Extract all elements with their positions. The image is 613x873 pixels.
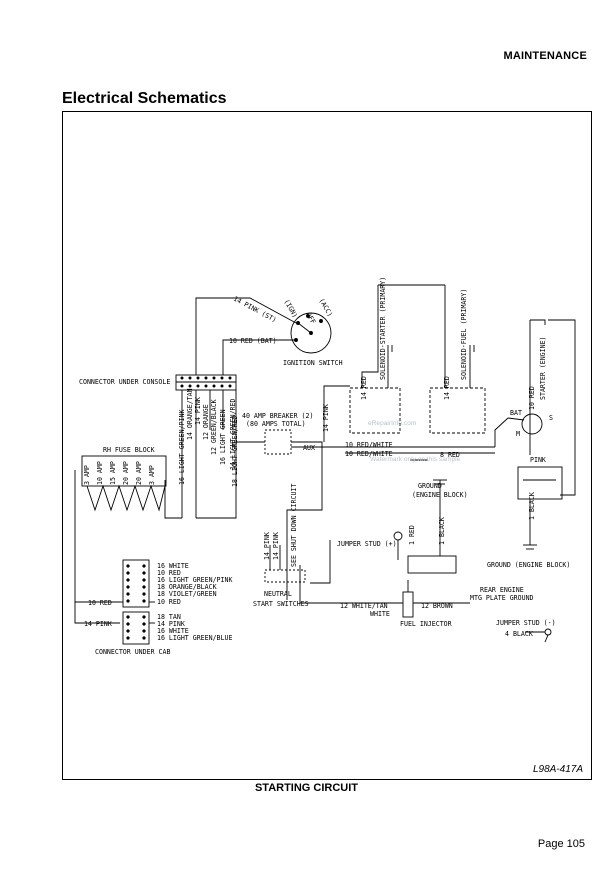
cab-wire-lower-3: 16 LIGHT GREEN/BLUE: [157, 634, 232, 642]
wire-label-10-red-left: 10 RED: [88, 599, 112, 607]
figure-id: L98A-417A: [532, 764, 583, 775]
ign-label: (IGN): [282, 298, 299, 319]
wire-label-red-bat: 10 RED (BAT): [229, 337, 277, 345]
fuse-6: 3 AMP: [148, 465, 156, 485]
wire-label-14-og: 14 ORANGE/TAN: [186, 388, 194, 440]
battery-cell: [407, 555, 457, 574]
solenoid-fuel: [429, 387, 486, 434]
starter-engine-label: STARTER (ENGINE): [539, 336, 547, 400]
aux-label: AUX: [303, 444, 315, 452]
fuse-1: 3 AMP: [83, 465, 91, 485]
cab-wire-upper-4: 18 VIOLET/GREEN: [157, 590, 217, 598]
watermark-sub: Watermark only on this sample: [370, 456, 461, 463]
neutral-label-2: START SWITCHES: [253, 600, 309, 608]
wire-label-16-lgp: 16 LIGHT GREEN/PINK: [178, 410, 186, 485]
wire-label-red-white-1: 10 RED/WHITE: [345, 441, 393, 449]
fuse-block-label: RH FUSE BLOCK: [103, 446, 155, 454]
wire-label-white: WHITE: [370, 610, 390, 618]
bat-terminal-label: BAT: [510, 409, 522, 417]
wire-label-red-white-2: 10 RED/WHITE: [345, 450, 393, 458]
wire-label-14-pink-a: 14 PINK: [322, 404, 330, 432]
wire-label-14-pk: 14 PINK: [194, 397, 202, 425]
wire-label-1-black: 1 BLACK: [528, 492, 536, 520]
ignition-switch-label: IGNITION SWITCH: [283, 359, 343, 367]
wire-label-14-red-b: 14 RED: [443, 376, 451, 400]
neutral-label-1: NEUTRAL: [264, 590, 292, 598]
ignition-switch-symbol: [290, 312, 332, 354]
figure-caption: STARTING CIRCUIT: [254, 782, 359, 794]
wire-label-12-brown: 12 BROWN: [421, 602, 453, 610]
page-title: Electrical Schematics: [62, 90, 227, 107]
console-connector: [175, 374, 237, 391]
cab-wire-upper-0: 16 WHITE: [157, 562, 189, 570]
wire-label-14-red-a: 14 RED: [360, 376, 368, 400]
fuse-4: 20 AMP: [122, 461, 130, 485]
watermark-main: eRepairInfo.com: [368, 420, 417, 427]
breaker-label-2: (80 AMPS TOTAL): [246, 420, 306, 428]
breaker-label-1: 40 AMP BREAKER (2): [242, 412, 313, 420]
fuel-injector-label: FUEL INJECTOR: [400, 620, 452, 628]
fuse-2: 10 AMP: [96, 461, 104, 485]
neutral-start-switches: [264, 569, 306, 583]
cab-wire-upper-2: 16 LIGHT GREEN/PINK: [157, 576, 232, 584]
amp-breaker: [264, 429, 292, 455]
jumper-plus-label: JUMPER STUD (+): [337, 540, 397, 548]
cab-wire-lower-0: 18 TAN: [157, 613, 181, 621]
shutdown-label: SEE SHUT DOWN CIRCUIT: [290, 484, 298, 567]
fuse-3: 15 AMP: [109, 461, 117, 485]
wire-label-12-white-tan: 12 WHITE/TAN: [340, 602, 388, 610]
cab-wire-lower-2: 16 WHITE: [157, 627, 189, 635]
section-header: MAINTENANCE: [503, 50, 587, 62]
ground-label-2: (ENGINE BLOCK): [412, 491, 468, 499]
wire-label-8-red: 8 RED: [440, 451, 460, 459]
solenoid-fuel-label: SOLENOID-FUEL (PRIMARY): [460, 289, 468, 380]
cab-connector-label: CONNECTOR UNDER CAB: [95, 648, 170, 656]
wire-label-16-lg: 16 LIGHT GREEN: [219, 409, 227, 465]
cab-wire-lower-1: 14 PINK: [157, 620, 185, 628]
console-connector-label: CONNECTOR UNDER CONSOLE: [79, 378, 170, 386]
starter-motor: [521, 413, 543, 435]
cab-wire-upper-1: 10 RED: [157, 569, 181, 577]
wire-label-12-gb: 12 GREEN/BLACK: [210, 399, 218, 455]
s-terminal-label: S: [549, 414, 553, 422]
wire-label-1-red: 1 RED: [408, 525, 416, 545]
wire-label-1-black-b: 1 BLACK: [438, 517, 446, 545]
wire-label-14-pink-c: 14 PINK: [272, 532, 280, 560]
wire-label-18-lgr: 18 LIGHT GREEN/RED: [231, 416, 239, 487]
ground-label-1: GROUND: [418, 482, 442, 490]
rear-engine-label-2: MTG PLATE GROUND: [470, 594, 534, 602]
cab-wire-upper-3: 18 ORANGE/BLACK: [157, 583, 217, 591]
wire-label-14-pink-b: 14 PINK: [263, 532, 271, 560]
schematic-frame: [62, 111, 592, 780]
cab-wire-upper-5: 10 RED: [157, 598, 181, 606]
solenoid-starter-label: SOLENOID-STARTER (PRIMARY): [379, 277, 387, 380]
fuel-injector: [402, 591, 414, 618]
wire-label-14-lgr: 14 LIGHT GREEN/RED: [229, 399, 237, 470]
fuse-5: 20 AMP: [135, 461, 143, 485]
page-number: Page 105: [537, 838, 585, 850]
cab-connector-lower-box: [122, 611, 150, 645]
wire-label-10-red-s: 10 RED: [528, 386, 536, 410]
wire-label-14-pink-left: 14 PINK: [84, 620, 112, 628]
wire-label-12-or: 12 ORANGE: [202, 404, 210, 440]
wire-label-4-black: 4 BLACK: [505, 630, 533, 638]
rh-fuse-block: [81, 455, 167, 487]
battery-box: [517, 466, 563, 500]
wire-label-pink-r: PINK: [530, 456, 546, 464]
rear-engine-label-1: REAR ENGINE: [480, 586, 524, 594]
ground-engine-block-label: GROUND (ENGINE BLOCK): [487, 561, 570, 569]
solenoid-starter: [349, 387, 401, 434]
m-terminal-label: M: [516, 430, 520, 438]
cab-connector-upper-box: [122, 559, 150, 608]
jumper-minus-label: JUMPER STUD (-): [496, 619, 556, 627]
